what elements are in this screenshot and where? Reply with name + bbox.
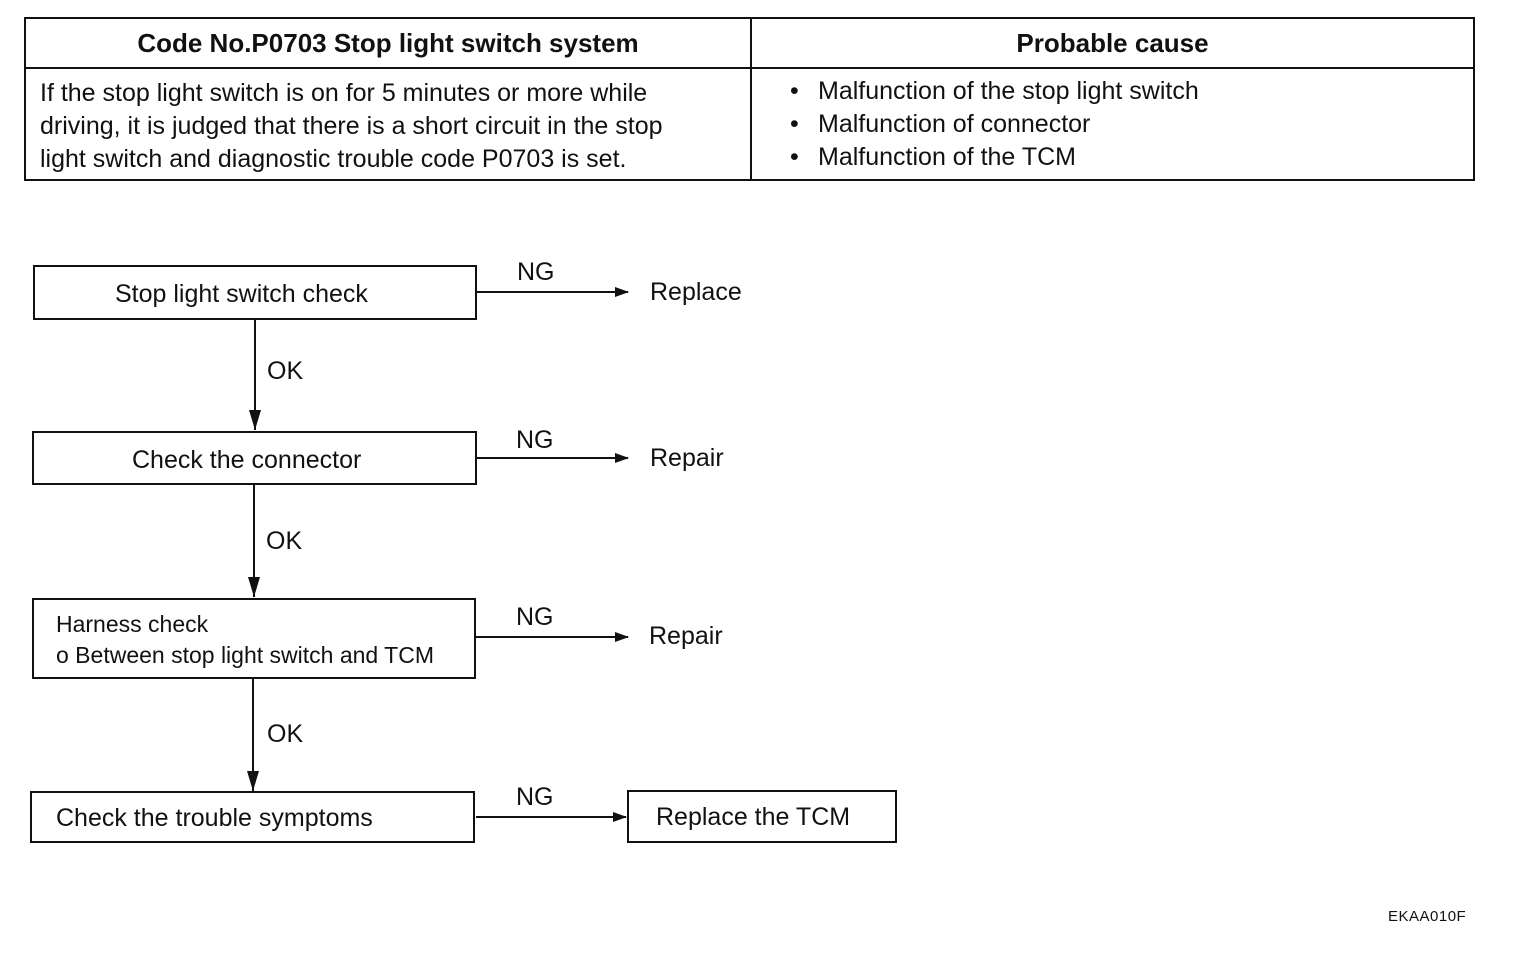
cause-item: Malfunction of the stop light switch bbox=[790, 75, 1199, 108]
step-box-check-connector: Check the connector bbox=[32, 431, 477, 485]
ok-arrowhead-2 bbox=[248, 577, 260, 597]
table-column-divider bbox=[750, 19, 752, 179]
result-box-replace-tcm: Replace the TCM bbox=[627, 790, 897, 843]
step-box-harness-check: Harness check o Between stop light switc… bbox=[32, 598, 476, 679]
step-label: Check the connector bbox=[132, 446, 362, 474]
result-label: Replace the TCM bbox=[656, 803, 851, 831]
code-header: Code No.P0703 Stop light switch system bbox=[137, 28, 639, 58]
code-description: If the stop light switch is on for 5 min… bbox=[40, 77, 740, 176]
step-box-stop-light-switch-check: Stop light switch check bbox=[33, 265, 477, 320]
ok-arrowhead-1 bbox=[249, 410, 261, 430]
table-header-divider bbox=[26, 67, 1473, 69]
description-line: If the stop light switch is on for 5 min… bbox=[40, 79, 648, 107]
ng-label: NG bbox=[516, 783, 554, 811]
cause-item: Malfunction of the TCM bbox=[790, 141, 1199, 174]
ok-label: OK bbox=[266, 527, 303, 555]
ng-result-repair: Repair bbox=[650, 444, 724, 472]
ng-result-replace: Replace bbox=[650, 278, 742, 306]
description-line: light switch and diagnostic trouble code… bbox=[40, 145, 627, 173]
step-box-trouble-symptoms: Check the trouble symptoms bbox=[30, 791, 475, 843]
step-label: Stop light switch check bbox=[115, 280, 368, 308]
probable-cause-header: Probable cause bbox=[1016, 28, 1209, 58]
cause-item: Malfunction of connector bbox=[790, 108, 1199, 141]
step-label: Check the trouble symptoms bbox=[56, 804, 373, 832]
description-line: driving, it is judged that there is a sh… bbox=[40, 112, 663, 140]
ok-label: OK bbox=[267, 357, 304, 385]
step-sublabel: o Between stop light switch and TCM bbox=[56, 642, 434, 668]
ng-label: NG bbox=[517, 258, 555, 286]
step-label: Harness check bbox=[56, 611, 209, 637]
figure-id: EKAA010F bbox=[1388, 908, 1467, 925]
ok-arrowhead-3 bbox=[247, 771, 259, 791]
ng-label: NG bbox=[516, 603, 554, 631]
diagnostic-code-table: Code No.P0703 Stop light switch system P… bbox=[24, 17, 1475, 181]
probable-cause-list: Malfunction of the stop light switch Mal… bbox=[790, 75, 1199, 174]
ok-label: OK bbox=[267, 720, 304, 748]
ng-label: NG bbox=[516, 426, 554, 454]
ng-result-repair: Repair bbox=[649, 622, 723, 650]
